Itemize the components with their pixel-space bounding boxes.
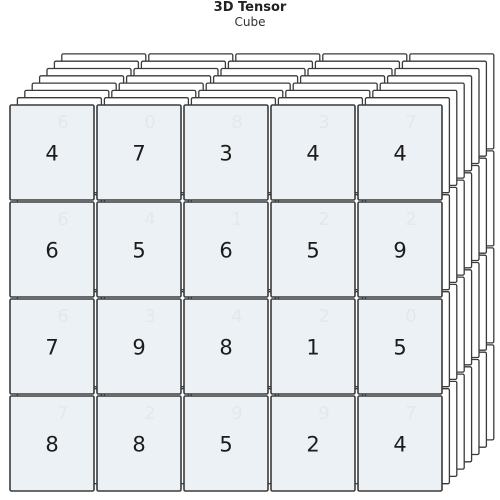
front-cell	[9, 395, 95, 492]
ghost-value: 0	[405, 306, 416, 327]
ghost-value: 3	[318, 112, 329, 133]
cell-value: 2	[306, 433, 319, 457]
ghost-value: 2	[318, 306, 329, 327]
ghost-value: 9	[318, 403, 329, 424]
cell-value: 6	[219, 239, 232, 263]
diagram-title: 3D Tensor	[213, 0, 287, 15]
front-cell	[270, 201, 356, 298]
cell-value: 3	[219, 142, 232, 166]
ghost-value: 6	[57, 112, 68, 133]
front-cell	[96, 104, 182, 201]
front-cell	[183, 298, 269, 395]
cell-value: 7	[45, 336, 58, 360]
front-cell	[183, 395, 269, 492]
cell-value: 9	[393, 239, 406, 263]
ghost-value: 7	[57, 403, 68, 424]
ghost-value: 7	[405, 403, 416, 424]
ghost-value: 2	[405, 209, 416, 230]
cell-value: 9	[132, 336, 145, 360]
ghost-value: 0	[144, 112, 155, 133]
cell-value: 5	[393, 336, 406, 360]
front-cell	[96, 201, 182, 298]
ghost-value: 2	[318, 209, 329, 230]
ghost-value: 2	[144, 403, 155, 424]
cell-value: 8	[132, 433, 145, 457]
cell-value: 4	[306, 142, 319, 166]
front-cell	[96, 395, 182, 492]
front-cell	[357, 104, 443, 201]
front-cell	[183, 201, 269, 298]
ghost-value: 9	[231, 403, 242, 424]
front-cell	[357, 298, 443, 395]
ghost-value: 6	[57, 209, 68, 230]
front-cell	[357, 395, 443, 492]
cell-value: 5	[306, 239, 319, 263]
cell-value: 1	[306, 336, 319, 360]
ghost-value: 3	[144, 306, 155, 327]
ghost-value: 1	[231, 209, 242, 230]
front-cell	[9, 298, 95, 395]
diagram-subtitle: Cube	[234, 15, 266, 29]
ghost-value: 4	[231, 306, 242, 327]
front-cell	[270, 395, 356, 492]
front-cell	[270, 298, 356, 395]
cell-value: 5	[132, 239, 145, 263]
cell-value: 4	[45, 142, 58, 166]
cell-value: 8	[219, 336, 232, 360]
cell-value: 5	[219, 433, 232, 457]
ghost-value: 7	[405, 112, 416, 133]
front-cell	[9, 201, 95, 298]
ghost-value: 6	[57, 306, 68, 327]
cell-value: 8	[45, 433, 58, 457]
ghost-value: 4	[144, 209, 155, 230]
ghost-value: 8	[231, 112, 242, 133]
cell-value: 6	[45, 239, 58, 263]
cell-value: 4	[393, 142, 406, 166]
front-cell	[9, 104, 95, 201]
front-cell	[357, 201, 443, 298]
tensor-layer-0: 6 4 0 7 8 3 3 4 7 4 6 6 4 5 1 6 2 5 2 9 6 7 3 9 4 8 2 1 0 5 7 8 2 8 9 5 9 2 7 4	[9, 104, 443, 492]
front-cell	[183, 104, 269, 201]
front-cell	[96, 298, 182, 395]
front-cell	[270, 104, 356, 201]
cell-value: 4	[393, 433, 406, 457]
cell-value: 7	[132, 142, 145, 166]
